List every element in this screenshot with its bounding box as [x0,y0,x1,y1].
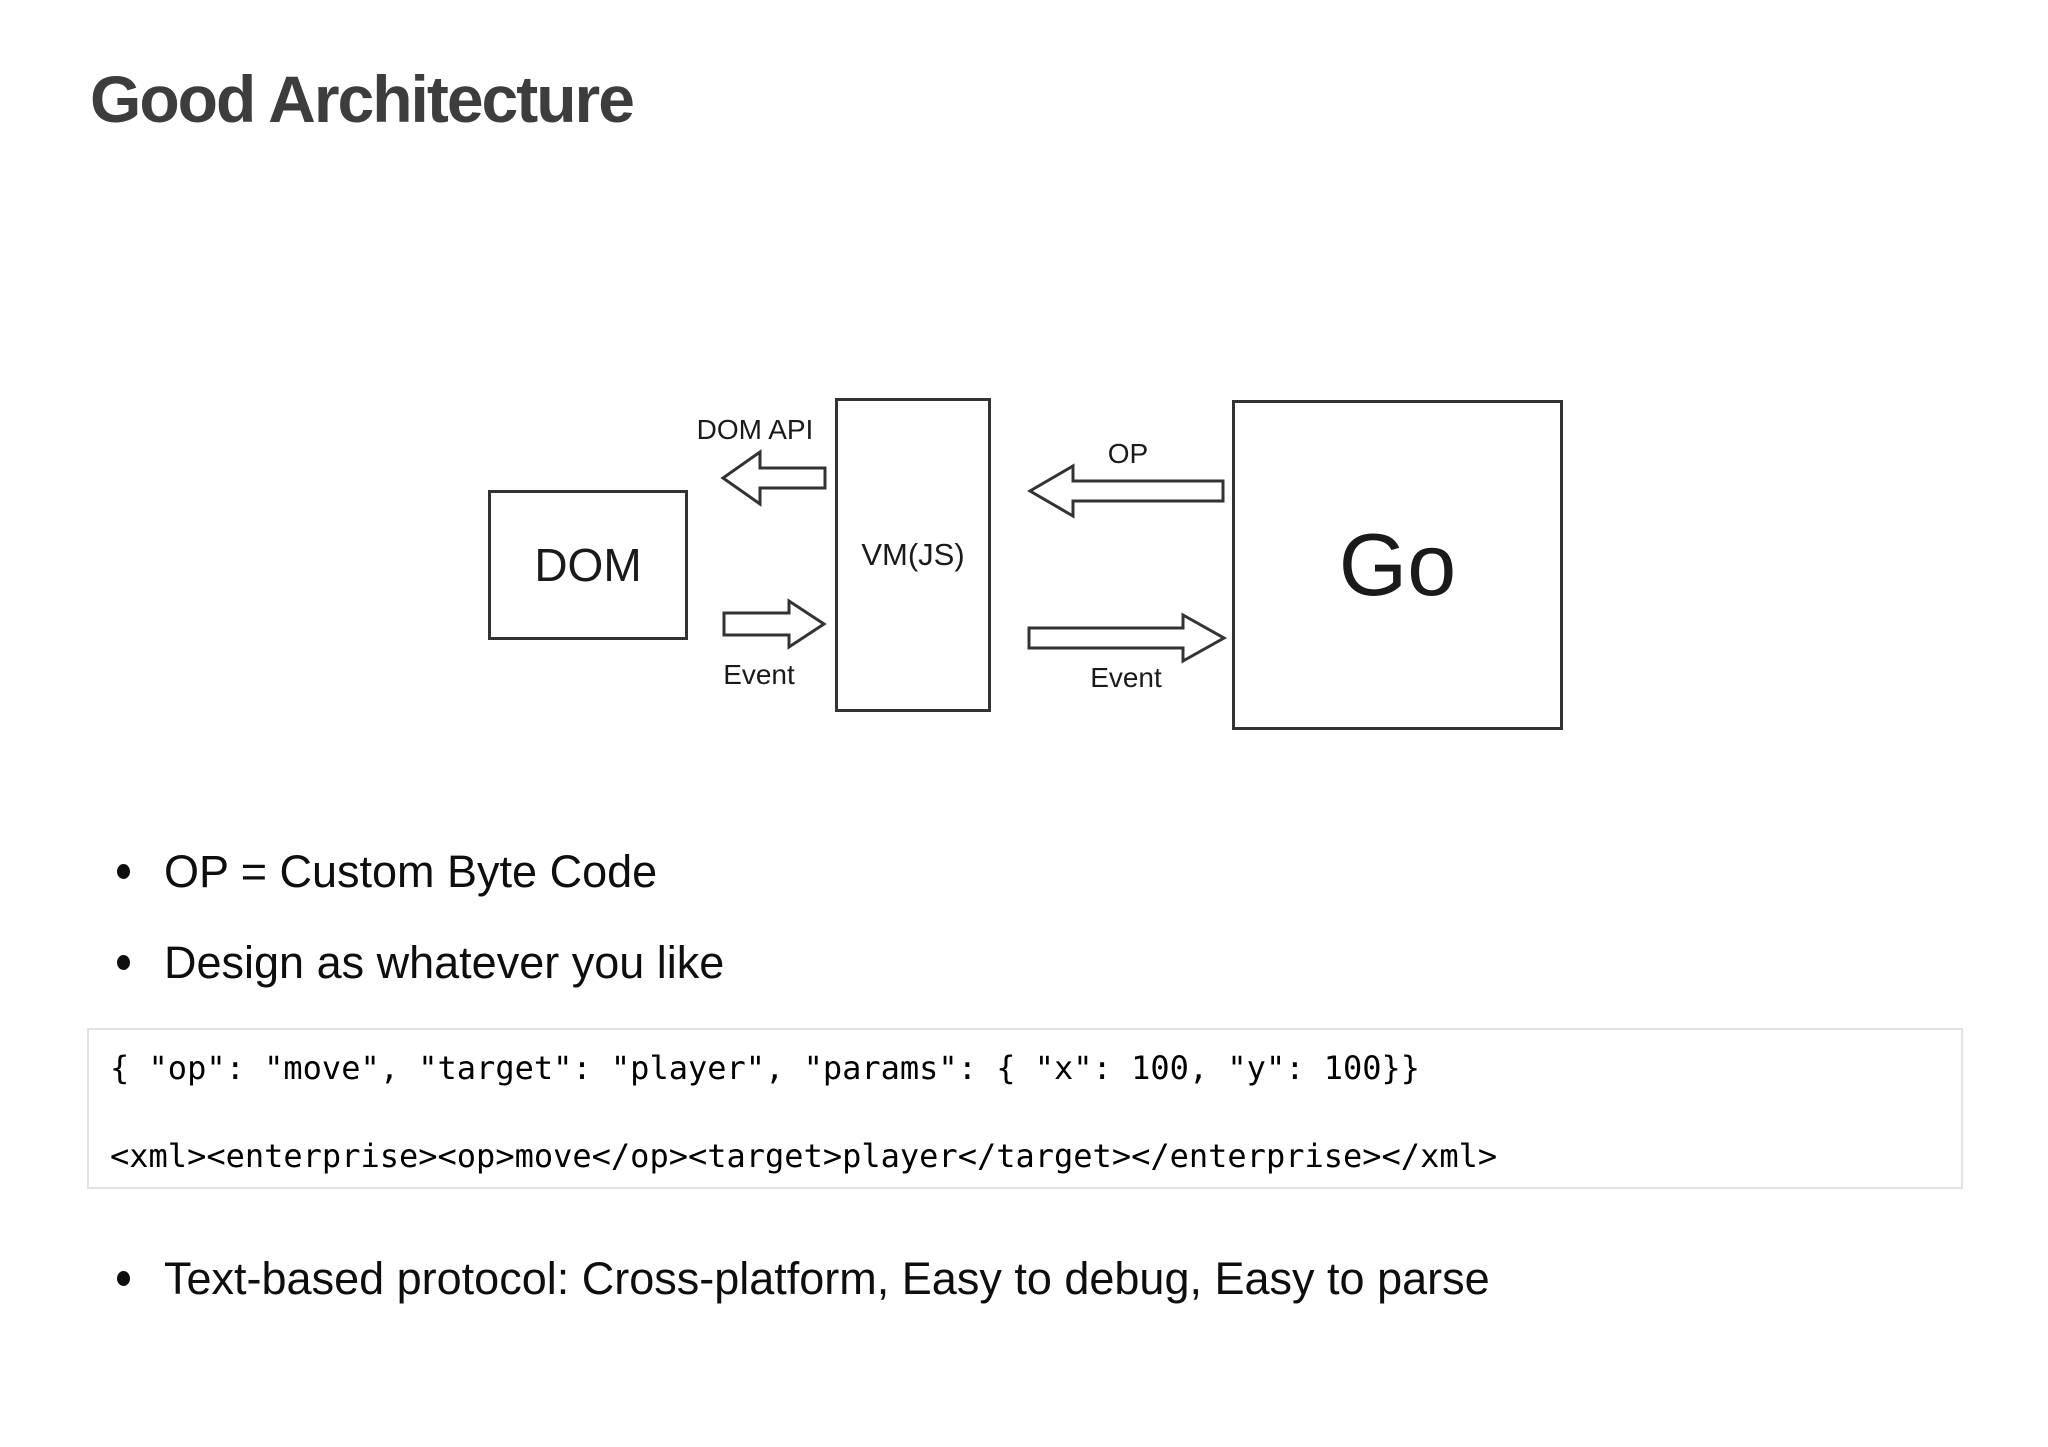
dom-node: DOM [488,490,688,640]
code-line-json: { "op": "move", "target": "player", "par… [110,1049,1421,1087]
event-right-right-arrow-icon [1027,612,1228,664]
dom-api-left-arrow-icon [720,449,827,507]
list-item: OP = Custom Byte Code [117,840,657,902]
code-block: { "op": "move", "target": "player", "par… [87,1028,1963,1189]
list-item: Design as whatever you like [117,931,724,993]
go-node: Go [1232,400,1563,730]
go-node-label: Go [1338,515,1457,614]
event-left-arrow-label: Event [723,659,795,690]
dom-node-label: DOM [534,539,642,591]
bullet-dot-icon [117,1270,130,1286]
dom-api-arrow-label: DOM API [696,414,814,445]
vm-js-node: VM(JS) [835,398,991,712]
bullet-text: Text-based protocol: Cross-platform, Eas… [164,1252,1490,1304]
bullet-text: OP = Custom Byte Code [164,845,658,897]
page-title: Good Architecture [90,62,635,136]
bullet-dot-icon [117,954,130,970]
op-left-arrow-icon [1027,463,1225,519]
bullet-dot-icon [117,863,130,879]
event-left-right-arrow-icon [722,598,827,650]
vm-js-node-label: VM(JS) [861,537,965,572]
bullet-text: Design as whatever you like [164,936,725,988]
list-item: Text-based protocol: Cross-platform, Eas… [117,1247,1490,1309]
event-right-arrow-label: Event [1090,662,1162,693]
code-line-xml: <xml><enterprise><op>move</op><target>pl… [110,1137,1498,1175]
op-arrow-label: OP [1107,438,1149,469]
